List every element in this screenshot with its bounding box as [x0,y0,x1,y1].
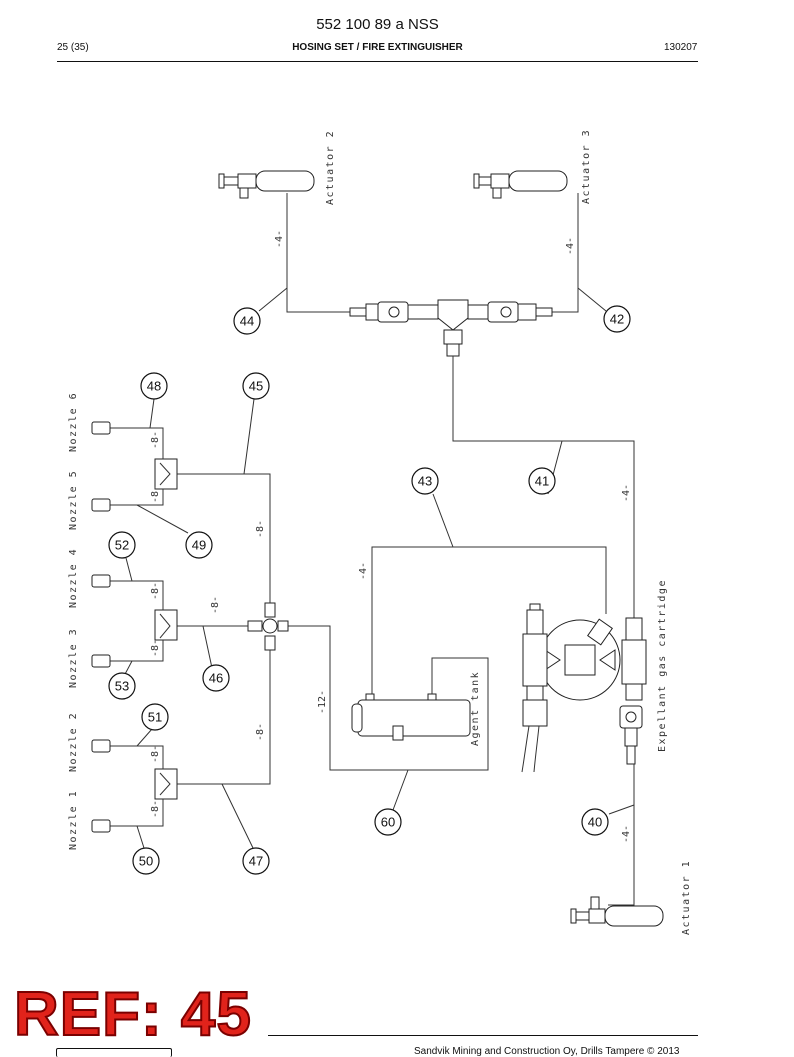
svg-text:45: 45 [249,379,263,394]
hose-45 [177,473,271,603]
callout-47: 47 [242,847,270,875]
label-actuator-2: Actuator 2 [325,130,336,205]
hose-size-mark: -4- [565,237,576,255]
hose-43 [371,546,607,694]
document-number: 552 100 89 a NSS [316,16,439,33]
nozzle-t-junctions [154,458,178,800]
actuator-1-cylinder [570,896,664,927]
leader-lines [123,287,635,849]
label-nozzle-3: Nozzle 3 [68,628,79,688]
date-code: 130207 [664,42,698,53]
svg-text:50: 50 [139,854,153,869]
label-nozzle-2: Nozzle 2 [68,712,79,772]
callout-41: 41 [528,467,556,495]
upper-t-manifold [349,299,553,357]
svg-text:48: 48 [147,379,161,394]
page-title: HOSING SET / FIRE EXTINGUISHER [292,42,463,53]
svg-text:41: 41 [535,474,549,489]
callout-42: 42 [603,305,631,333]
callout-52: 52 [108,531,136,559]
callout-51: 51 [141,703,169,731]
label-cartridge: Expellant gas cartridge [657,579,668,752]
hose-size-mark: -4- [358,562,369,580]
callout-49: 49 [185,531,213,559]
reference-stamp: REF: 45 [13,980,252,1049]
hose-40 [608,764,635,906]
callout-48: 48 [140,372,168,400]
header-rule [57,61,698,62]
hose-size-mark: -8- [210,596,221,614]
label-nozzle-1: Nozzle 1 [68,790,79,850]
label-nozzle-5: Nozzle 5 [68,470,79,530]
nozzle-fittings [91,421,111,833]
hose-size-mark: -8- [255,520,266,538]
svg-text:52: 52 [115,538,129,553]
page-info: 25 (35) [57,42,89,53]
callout-53: 53 [108,672,136,700]
callout-44: 44 [233,307,261,335]
callout-60: 60 [374,808,402,836]
label-nozzle-4: Nozzle 4 [68,548,79,608]
hose-size-mark: -4- [621,825,632,843]
hose-size-mark: -8- [150,745,161,763]
actuator-3-cylinder [473,170,568,199]
label-actuator-3: Actuator 3 [581,129,592,204]
cross-distributor [247,602,289,651]
svg-text:49: 49 [192,538,206,553]
callout-40: 40 [581,808,609,836]
svg-text:47: 47 [249,854,263,869]
hose-size-mark: -4- [274,230,285,248]
nozzle-branch-lines [110,427,164,827]
hose-41 [452,356,635,618]
svg-text:44: 44 [240,314,254,329]
hose-size-mark: -8- [150,485,161,503]
svg-text:51: 51 [148,710,162,725]
hose-size-mark: -8- [150,639,161,657]
hose-size-mark: -8- [255,723,266,741]
svg-text:46: 46 [209,671,223,686]
svg-text:42: 42 [610,312,624,327]
hose-size-mark: -8- [150,582,161,600]
hose-size-mark: -8- [150,431,161,449]
svg-text:43: 43 [418,474,432,489]
svg-text:53: 53 [115,679,129,694]
footer-copyright: Sandvik Mining and Construction Oy, Dril… [414,1046,680,1057]
hose-42 [552,193,579,313]
callout-46: 46 [202,664,230,692]
hose-44 [286,193,350,313]
hose-size-mark: -4- [621,484,632,502]
hose-size-mark: -8- [150,800,161,818]
label-agent-tank: Agent tank [470,671,481,746]
hose-47 [177,650,271,785]
label-nozzle-6: Nozzle 6 [68,392,79,452]
footer-rule [268,1035,698,1036]
callout-43: 43 [411,467,439,495]
label-actuator-1: Actuator 1 [681,860,692,935]
hose-size-mark: -12- [317,690,328,714]
callout-45: 45 [242,372,270,400]
hose-60 [282,625,489,771]
svg-text:40: 40 [588,815,602,830]
actuator-2-cylinder [218,170,315,199]
svg-text:60: 60 [381,815,395,830]
release-valve-assembly [521,603,647,773]
callout-50: 50 [132,847,160,875]
agent-tank [351,693,471,741]
